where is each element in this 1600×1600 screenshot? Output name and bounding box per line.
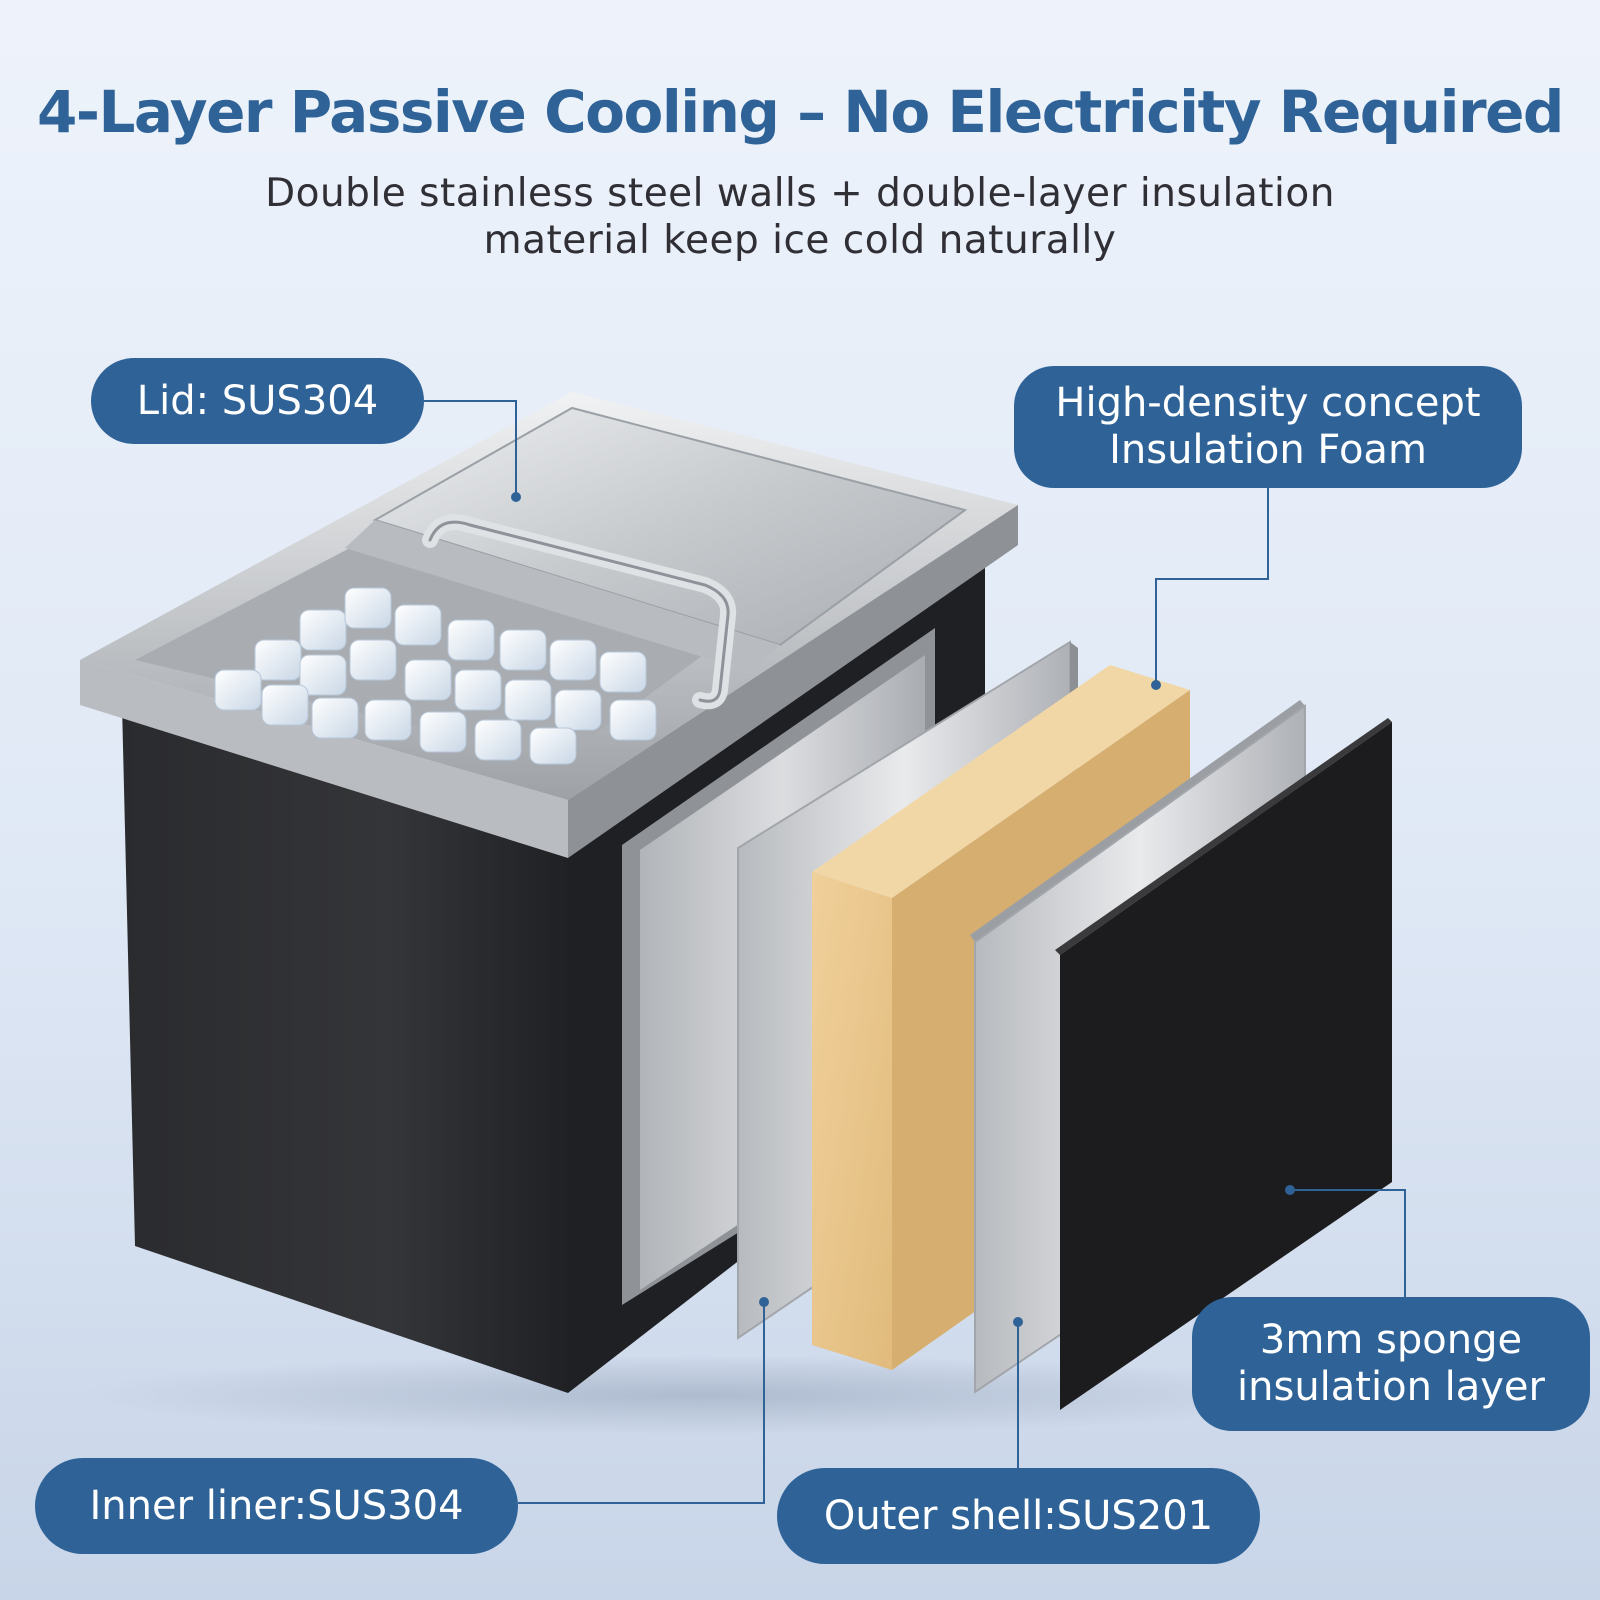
callout-sponge-line-1: 3mm sponge: [1259, 1317, 1523, 1363]
top-frame-front-edge: [80, 660, 568, 858]
leader-line-lid: [422, 400, 517, 497]
dot-foam: [1151, 680, 1161, 690]
sliding-lid: [372, 406, 968, 647]
floor-shadow: [80, 1355, 1320, 1435]
layer-foam-top: [812, 665, 1190, 898]
callout-foam-line-1: High-density concept: [1055, 380, 1481, 426]
ice-cubes: [214, 587, 657, 765]
callout-outer-shell-text: Outer shell:SUS201: [823, 1493, 1214, 1539]
cabinet-front-face: [122, 705, 568, 1393]
subtitle-line-2: material keep ice cold naturally: [483, 218, 1117, 263]
page-title: 4-Layer Passive Cooling – No Electricity…: [37, 78, 1564, 146]
callout-foam-line-2: Insulation Foam: [1109, 427, 1427, 473]
leader-lines: [422, 400, 1406, 1504]
dot-outer-shell: [1013, 1317, 1023, 1327]
top-frame-side-edge: [568, 505, 1018, 858]
dot-lid: [511, 492, 521, 502]
subtitle-line-1: Double stainless steel walls + double-la…: [265, 171, 1335, 216]
page-subtitle: Double stainless steel walls + double-la…: [200, 170, 1400, 264]
leader-line-inner-liner: [518, 1302, 765, 1504]
layer-foam-face: [812, 872, 892, 1370]
lid-front-edge: [345, 520, 780, 672]
leader-line-foam: [1155, 487, 1269, 685]
callout-lid: Lid: SUS304: [91, 358, 424, 444]
callout-sponge-line-2: insulation layer: [1237, 1364, 1545, 1410]
callout-inner-liner-text: Inner liner:SUS304: [89, 1483, 464, 1529]
leader-line-sponge: [1290, 1189, 1406, 1297]
callout-outer-shell: Outer shell:SUS201: [777, 1468, 1260, 1564]
callout-lid-text: Lid: SUS304: [136, 378, 379, 424]
callout-sponge: 3mm sponge insulation layer: [1192, 1297, 1590, 1431]
callout-foam: High-density concept Insulation Foam: [1014, 366, 1522, 488]
layer-sponge: [1060, 722, 1392, 1410]
dot-inner-liner: [759, 1297, 769, 1307]
dot-sponge: [1285, 1185, 1295, 1195]
callout-inner-liner: Inner liner:SUS304: [35, 1458, 518, 1554]
leader-dots: [511, 492, 1295, 1327]
